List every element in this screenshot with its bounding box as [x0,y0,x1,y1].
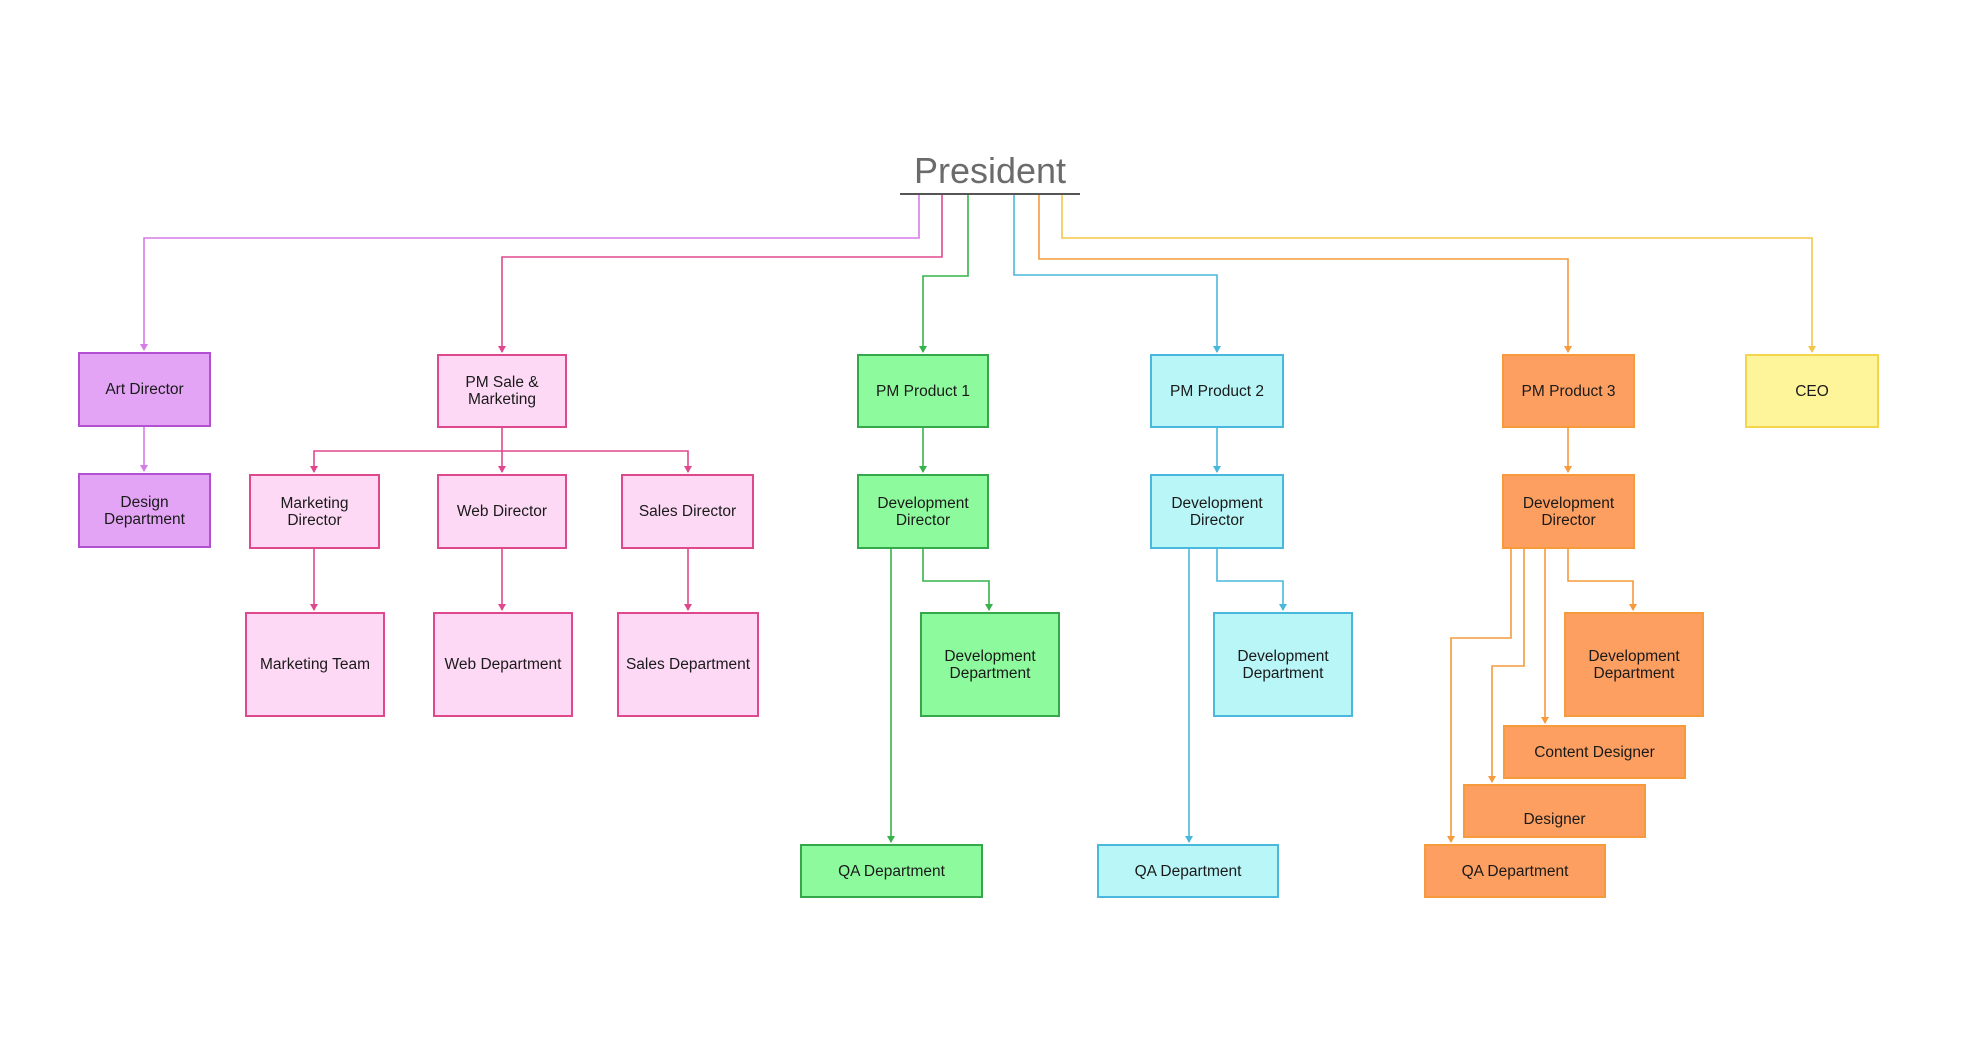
connector-product-3-qa [1447,549,1512,843]
node-pm-product-2[interactable]: PM Product 2 [1150,354,1284,428]
president-underline [900,193,1080,195]
node-dev-department-2[interactable]: Development Department [1213,612,1353,717]
node-dev-director-3[interactable]: Development Director [1502,474,1635,549]
node-art-director[interactable]: Art Director [78,352,211,427]
node-dev-director-1[interactable]: Development Director [857,474,989,549]
node-marketing-team[interactable]: Marketing Team [245,612,385,717]
connector-product-3-dev-department [1567,549,1637,611]
connector-product-1-dev-department [922,549,993,611]
node-qa-department-1[interactable]: QA Department [800,844,983,898]
connector-president-pm-sale [498,195,943,353]
node-content-designer[interactable]: Content Designer [1503,725,1686,779]
president-title: President [913,150,1067,191]
node-pm-product-3[interactable]: PM Product 3 [1502,354,1635,428]
node-ceo[interactable]: CEO [1745,354,1879,428]
node-web-director[interactable]: Web Director [437,474,567,549]
node-web-department[interactable]: Web Department [433,612,573,717]
node-sales-department[interactable]: Sales Department [617,612,759,717]
node-marketing-director[interactable]: Marketing Director [249,474,380,549]
node-pm-sale-marketing[interactable]: PM Sale & Marketing [437,354,567,428]
node-qa-department-3[interactable]: QA Department [1424,844,1606,898]
connector-president-pm-product-1 [919,195,969,353]
node-pm-product-1[interactable]: PM Product 1 [857,354,989,428]
node-dev-department-1[interactable]: Development Department [920,612,1060,717]
connector-pm-sale-sales-director [502,450,692,473]
connector-president-art-director [140,195,920,351]
connector-president-pm-product-3 [1038,195,1572,353]
node-dev-department-3[interactable]: Development Department [1564,612,1704,717]
connector-president-pm-product-2 [1013,195,1221,353]
node-design-department[interactable]: Design Department [78,473,211,548]
connector-product-2-dev-department [1216,549,1287,611]
connector-president-ceo [1061,195,1816,353]
connector-product-3-designer [1488,549,1525,783]
connector-pm-sale-marketing-director [310,450,502,473]
node-qa-department-2[interactable]: QA Department [1097,844,1279,898]
node-sales-director[interactable]: Sales Director [621,474,754,549]
node-designer[interactable]: Designer [1463,784,1646,838]
node-dev-director-2[interactable]: Development Director [1150,474,1284,549]
